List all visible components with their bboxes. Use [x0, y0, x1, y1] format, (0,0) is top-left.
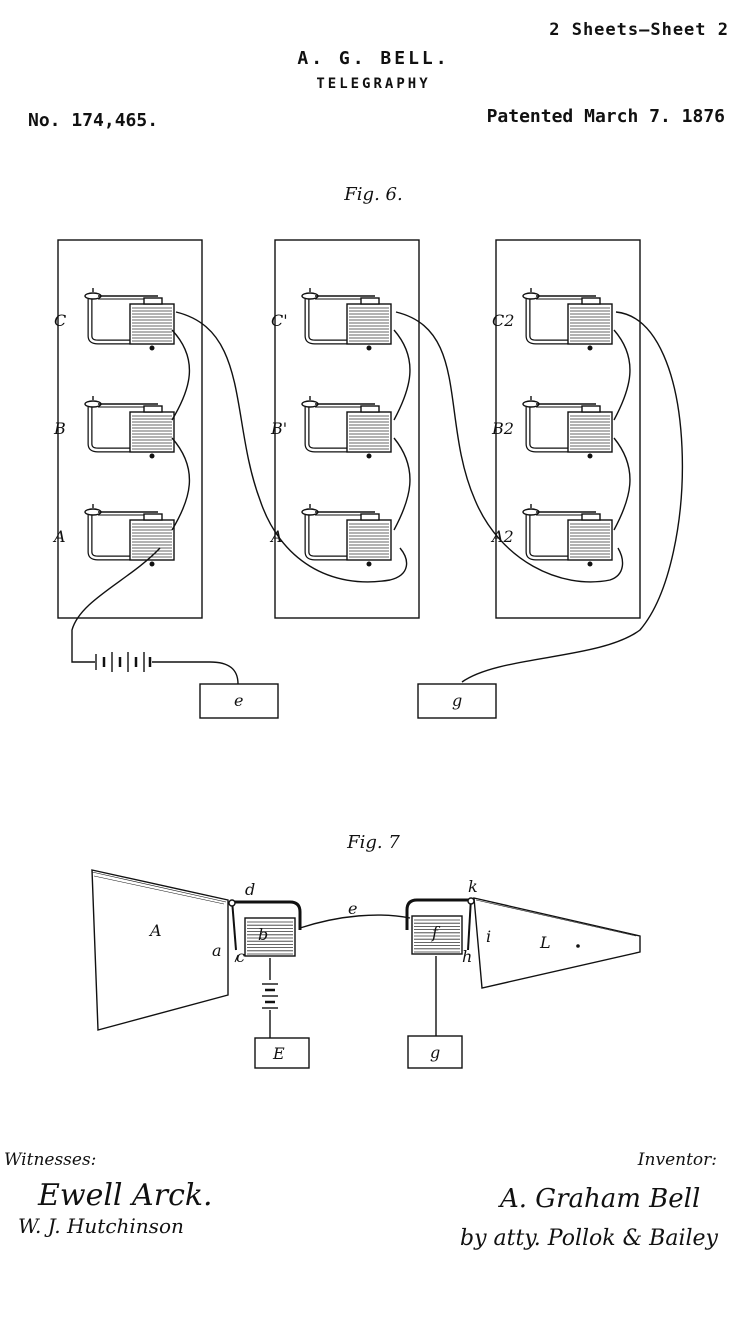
patent-number: No. 174,465.: [28, 110, 159, 131]
electromagnet-1-2: B: [53, 396, 175, 459]
witness-signature-1: Ewell Arck.: [38, 1178, 213, 1213]
wire-b-a-1: [171, 437, 191, 531]
right-diaphragm: [467, 897, 472, 951]
label-d: d: [245, 880, 255, 899]
terminal-E: [254, 1037, 310, 1069]
electromagnet-3-2: B2: [491, 396, 613, 459]
terminal-g-fig7: [407, 1035, 463, 1069]
label-L: L: [539, 933, 551, 952]
left-diaphragm: [231, 899, 237, 951]
label-i: i: [486, 927, 491, 946]
terminal-E-label: E: [272, 1044, 285, 1063]
witnesses-label: Witnesses:: [4, 1150, 97, 1170]
electromagnet-label: C2: [492, 311, 514, 330]
wire-c-b-2: [393, 329, 411, 421]
wire-to-battery: [71, 547, 161, 663]
panel-1: [57, 239, 203, 619]
terminal-e: [199, 683, 279, 719]
battery-fig6: [95, 652, 152, 672]
electromagnet-label: A2: [490, 527, 514, 546]
panel-2: [274, 239, 420, 619]
electromagnet-label: A: [52, 527, 66, 546]
label-h: h: [462, 947, 472, 966]
electromagnet-label: B2: [491, 419, 514, 438]
battery-fig7: [262, 983, 278, 1009]
terminal-g-fig7-label: g: [430, 1043, 440, 1062]
witness-signature-2: W. J. Hutchinson: [18, 1214, 184, 1238]
electromagnet-1-1: C: [54, 288, 175, 351]
wire-battery-to-e: [152, 661, 239, 685]
electromagnet-3-1: C2: [492, 288, 613, 351]
wire-b-a-2: [393, 437, 411, 531]
electromagnet-label: B: [53, 419, 66, 438]
label-a: a: [212, 941, 222, 960]
sheet-number: 2 Sheets—Sheet 2: [549, 20, 729, 40]
electromagnet-label: A: [269, 527, 283, 546]
electromagnet-3-3: A2: [490, 504, 613, 567]
left-coil: [244, 917, 296, 957]
right-armature-bar: [405, 898, 470, 930]
electromagnet-2-2: B': [270, 396, 392, 459]
label-e: e: [348, 899, 357, 918]
wire-panel2-to-panel3: [395, 311, 624, 583]
electromagnet-label: C: [54, 311, 66, 330]
terminal-g: [417, 683, 497, 719]
electromagnet-label: B': [270, 419, 287, 438]
inventor-name: A. G. BELL.: [297, 48, 450, 69]
terminal-g-label: g: [452, 691, 462, 710]
wire-panel1-to-panel2: [175, 311, 408, 583]
figure-7: E g A d a c b e k f i h L: [91, 869, 641, 1069]
wire-e-fig7: [299, 914, 411, 929]
wire-b-a-3: [613, 437, 631, 531]
label-f: f: [431, 923, 441, 942]
label-c: c: [236, 947, 245, 966]
right-cone-L: [473, 897, 641, 989]
label-k: k: [468, 877, 478, 896]
right-coil: [411, 915, 463, 955]
wire-to-g: [461, 311, 684, 683]
figure-7-caption: Fig. 7: [347, 832, 400, 853]
label-b: b: [258, 925, 268, 944]
terminal-e-label: e: [234, 691, 243, 710]
electromagnet-2-3: A: [269, 504, 392, 567]
wire-c-b-1: [171, 329, 191, 421]
patent-title: TELEGRAPHY: [316, 76, 431, 92]
electromagnet-2-1: C': [271, 288, 392, 351]
electromagnet-1-3: A: [52, 504, 175, 567]
figure-6-caption: Fig. 6.: [344, 184, 403, 205]
left-armature-bar: [232, 900, 302, 930]
patent-date: Patented March 7. 1876: [486, 106, 725, 127]
inventor-signature: A. Graham Bell: [500, 1184, 701, 1214]
electromagnet-label: C': [271, 311, 288, 330]
left-cone-A: [91, 869, 229, 1031]
attorney-signature: by atty. Pollok & Bailey: [460, 1226, 718, 1251]
panel-3: [495, 239, 641, 619]
label-A: A: [148, 921, 162, 940]
wire-c-b-3: [613, 329, 631, 421]
inventor-label: Inventor:: [637, 1150, 717, 1170]
